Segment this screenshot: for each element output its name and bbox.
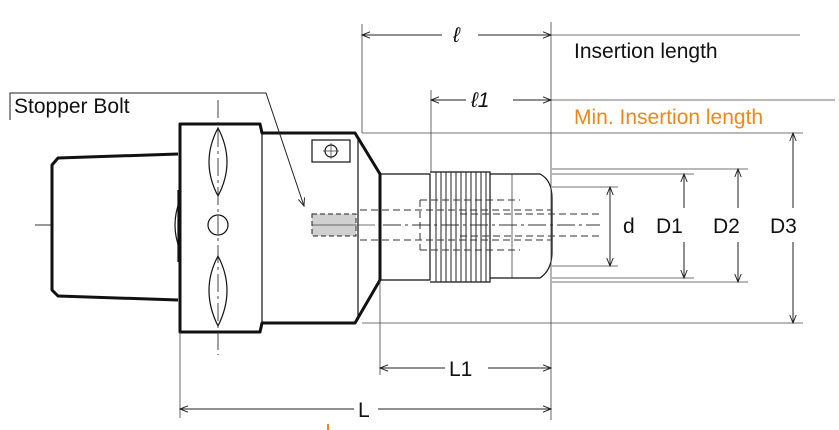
hidden-bore — [360, 209, 552, 241]
stopper-bolt-leader — [9, 92, 304, 206]
nose-thread-zone — [430, 171, 491, 283]
hidden-tool-bore — [460, 213, 600, 237]
hidden-collet — [419, 199, 520, 251]
nose-body — [380, 173, 431, 281]
dim-L-label: L — [358, 399, 370, 422]
dim-l-label: ℓ — [452, 24, 461, 47]
flange-side-notch — [174, 199, 181, 251]
dim-d3-label: D3 — [770, 215, 797, 238]
nut-nose — [490, 173, 553, 279]
thread-lines — [435, 172, 487, 282]
stopper-bolt-label: Stopper Bolt — [14, 95, 130, 118]
dim-d1-label: D1 — [656, 215, 683, 238]
dim-L1-label: L1 — [449, 358, 472, 381]
dim-d2-label: D2 — [713, 215, 740, 238]
insertion-length-label: Insertion length — [574, 40, 718, 63]
set-screw-pocket — [311, 139, 351, 163]
key-center-hole — [207, 214, 229, 236]
min-insertion-length-label: Min. Insertion length — [574, 106, 763, 129]
taper-shank — [50, 152, 179, 302]
dim-l1-label: ℓ1 — [470, 89, 489, 112]
dim-d-label: d — [623, 215, 635, 238]
